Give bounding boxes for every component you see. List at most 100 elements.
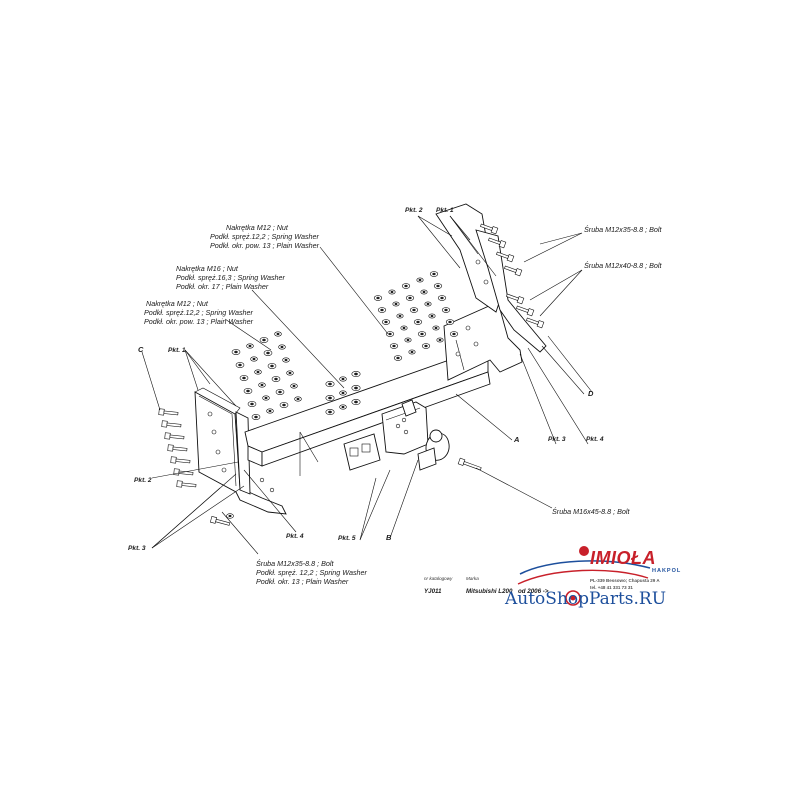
- brand-address-line-2: tel. +48 41 331 73 31: [590, 585, 633, 590]
- washer-right-0-0-hole: [376, 296, 380, 300]
- part-letter-b: B: [386, 533, 392, 542]
- part-letter-a: A: [513, 435, 519, 444]
- nut-m12-top-line-3: Podkł. okr. pow. 13 ; Plain Washer: [210, 241, 320, 250]
- washer-right-5-3-hole: [438, 338, 442, 342]
- washer-right-5-1-hole: [410, 350, 414, 354]
- nut-m12-left-line-2: Podkł. spręż.12,2 ; Spring Washer: [144, 308, 254, 317]
- nut-m12-left-line-1: Nakrętka M12 ; Nut: [146, 299, 209, 308]
- bolt-m12x35-bottom-line-2: Podkł. spręż. 12,2 ; Spring Washer: [256, 568, 368, 577]
- part-letter-d: D: [588, 389, 594, 398]
- washer-right-1-3-hole: [422, 290, 426, 294]
- washer-right-4-1-hole: [406, 338, 410, 342]
- washer-right-2-3-hole: [426, 302, 430, 306]
- washer-left-3-1-hole: [260, 383, 264, 387]
- bolt-m16x45-label: Śruba M16x45-8.8 ; Bolt: [552, 507, 631, 516]
- nut-m12-top-line-1: Nakrętka M12 ; Nut: [226, 223, 289, 232]
- washer-right-1-2-hole: [408, 296, 412, 300]
- bolt-left-6: [176, 480, 197, 488]
- pkt3-right-label: Pkt. 3: [548, 436, 566, 443]
- pkt4-right-label: Pkt. 4: [586, 436, 604, 443]
- washer-right-2-1-hole: [398, 314, 402, 318]
- logo-swoosh-blue: [519, 560, 651, 575]
- nut-m12-left-label: Nakrętka M12 ; Nut Podkł. spręż.12,2 ; S…: [144, 299, 254, 326]
- nut-m16-line-1: Nakrętka M16 ; Nut: [176, 264, 239, 273]
- cross-bar: [244, 351, 491, 476]
- bolt-right-low-0: [506, 293, 525, 305]
- nut-m16-line-3: Podkł. okr. 17 ; Plain Washer: [176, 282, 269, 291]
- washer-right-5-0-hole: [396, 356, 400, 360]
- washer-left-2-2-hole: [270, 364, 274, 368]
- pkt1-top-label: Pkt. 1: [436, 207, 454, 214]
- washer-left-2-0-hole: [242, 376, 246, 380]
- bolt-left-2: [164, 432, 185, 440]
- washer-left-5-3-hole: [296, 397, 300, 401]
- washer-mid-1-2-hole: [354, 386, 358, 390]
- washer-right-0-2-hole: [404, 284, 408, 288]
- washer-mid-1-0-hole: [328, 396, 332, 400]
- washer-right-3-1-hole: [402, 326, 406, 330]
- washer-left-0-0-hole: [234, 350, 238, 354]
- ball-mount: [381, 399, 450, 471]
- pkt5-label: Pkt. 5: [338, 535, 356, 542]
- washer-right-3-3-hole: [430, 314, 434, 318]
- socket-plate: [343, 433, 381, 471]
- washer-right-2-0-hole: [384, 320, 388, 324]
- washer-left-4-0-hole: [250, 402, 254, 406]
- washer-mid-2-0-hole: [328, 410, 332, 414]
- washer-right-3-4-hole: [444, 308, 448, 312]
- washer-mid-2-2-hole: [354, 400, 358, 404]
- right-mounting-bracket: [435, 203, 547, 381]
- washer-right-3-2-hole: [416, 320, 420, 324]
- washer-left-3-3-hole: [288, 371, 292, 375]
- bolt-right-top-3: [504, 265, 523, 277]
- bolt-m12x35-bottom-label: Śruba M12x35-8.8 ; Bolt Podkł. spręż. 12…: [256, 559, 368, 586]
- washer-left-1-2-hole: [266, 351, 270, 355]
- washer-right-1-4-hole: [436, 284, 440, 288]
- nut-m12-top-line-2: Podkł. spręż.12,2 ; Spring Washer: [210, 232, 320, 241]
- brand-subname: HAKPOL: [652, 568, 681, 574]
- washer-mid-1-1-hole: [341, 391, 345, 395]
- model-year: od 2006 ->: [518, 588, 549, 595]
- nut-m12-left-line-3: Podkł. okr. pow. 13 ; Plain Washer: [144, 317, 254, 326]
- washer-bottom-hole: [228, 514, 232, 518]
- bolt-m16: [457, 457, 482, 471]
- washer-right-1-1-hole: [394, 302, 398, 306]
- bolt-right-low-1: [516, 305, 535, 317]
- title-block: nr katalogowy Marka YJ011 Mitsubishi L20…: [424, 576, 549, 595]
- washer-right-1-0-hole: [380, 308, 384, 312]
- bolt-right-top-1: [488, 237, 507, 249]
- washer-right-2-4-hole: [440, 296, 444, 300]
- pkt3-left-label: Pkt. 3: [128, 545, 146, 552]
- washer-left-2-1-hole: [256, 370, 260, 374]
- washer-left-1-1-hole: [252, 357, 256, 361]
- washer-left-4-1-hole: [264, 396, 268, 400]
- imiola-logo: IMIOŁA HAKPOL PL-339 Bessowo; Chapusta 2…: [517, 546, 681, 590]
- washer-right-3-0-hole: [388, 332, 392, 336]
- washer-left-1-3-hole: [280, 345, 284, 349]
- washer-right-4-4-hole: [448, 320, 452, 324]
- nut-m16-line-2: Podkł. spręż.16,3 ; Spring Washer: [176, 273, 286, 282]
- catalog-number: YJ011: [424, 588, 442, 595]
- watermark-text: AutoShopParts.RU: [504, 589, 666, 609]
- watermark: AutoShopParts.RU: [504, 589, 666, 609]
- catalog-number-caption: nr katalogowy: [424, 576, 453, 581]
- bolt-m12x35-top-label: Śruba M12x35-8.8 ; Bolt: [584, 225, 663, 234]
- washer-left-5-0-hole: [254, 415, 258, 419]
- leader-lines: [141, 215, 593, 555]
- bolt-left-3: [167, 444, 188, 452]
- washer-mid-2-1-hole: [341, 405, 345, 409]
- washer-mid-0-0-hole: [328, 382, 332, 386]
- washer-left-1-0-hole: [238, 363, 242, 367]
- bolt-left-0: [158, 408, 179, 416]
- pkt1-left-label: Pkt. 1: [168, 347, 186, 354]
- washer-right-0-3-hole: [418, 278, 422, 282]
- logo-ball-icon: [579, 546, 589, 556]
- bolt-right-low-2: [526, 317, 545, 329]
- brand-name: IMIOŁA: [590, 548, 656, 568]
- brand-address-line-1: PL-339 Bessowo; Chapusta 29 A: [590, 578, 660, 583]
- washer-left-0-1-hole: [248, 344, 252, 348]
- pkt2-top-label: Pkt. 2: [405, 207, 423, 214]
- washer-left-5-1-hole: [268, 409, 272, 413]
- washer-left-4-3-hole: [292, 384, 296, 388]
